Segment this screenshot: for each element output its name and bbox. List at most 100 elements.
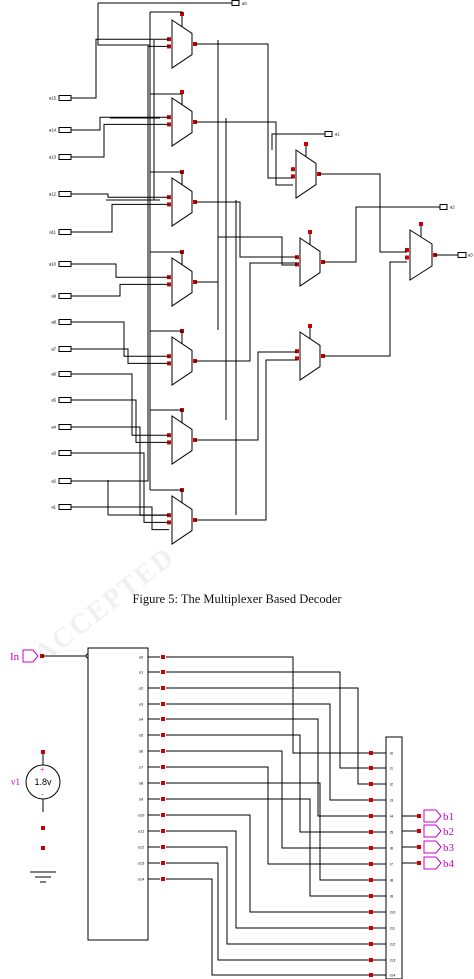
input-port bbox=[58, 424, 72, 430]
output-pin bbox=[161, 829, 165, 833]
pin-label: o9 bbox=[139, 797, 144, 802]
second-stage-mux bbox=[291, 142, 321, 199]
input-label: a5 bbox=[51, 398, 56, 403]
mux-body bbox=[171, 19, 193, 69]
input-label: a15 bbox=[49, 96, 57, 101]
pin-label: o7 bbox=[139, 765, 144, 770]
input-port bbox=[58, 478, 72, 484]
input-label: a4 bbox=[51, 425, 56, 430]
input-port bbox=[58, 346, 72, 352]
input-label: a9 bbox=[51, 294, 56, 299]
select-wire bbox=[150, 11, 183, 14]
second-stage-mux bbox=[295, 324, 325, 381]
select-wire bbox=[271, 133, 325, 150]
input-port bbox=[58, 229, 72, 235]
output-pin bbox=[161, 717, 165, 721]
output-pin bbox=[417, 814, 421, 818]
block-input-pin bbox=[369, 942, 373, 946]
route-wire bbox=[166, 656, 369, 754]
output-block bbox=[385, 736, 403, 979]
input-port bbox=[58, 450, 72, 456]
input-wire bbox=[71, 399, 169, 443]
block-input-pin bbox=[369, 782, 373, 786]
pin-label: o1 bbox=[139, 670, 144, 675]
third-stage-mux bbox=[405, 222, 437, 281]
route-wire bbox=[166, 830, 369, 929]
stage-wire bbox=[195, 262, 297, 362]
route-wire bbox=[166, 671, 369, 769]
input-wire bbox=[71, 116, 169, 131]
pin-label: o13 bbox=[138, 861, 145, 866]
mux-select-pin bbox=[180, 90, 184, 94]
input-wire bbox=[71, 321, 169, 357]
pin-label: i4 bbox=[390, 814, 394, 819]
pin-label: i5 bbox=[390, 830, 394, 835]
output-port bbox=[423, 824, 442, 838]
pin-label: i14 bbox=[390, 973, 396, 978]
mux-body bbox=[171, 97, 193, 147]
output-pin bbox=[161, 686, 165, 690]
stage-wire bbox=[195, 236, 297, 283]
source-name: v1 bbox=[11, 777, 20, 787]
mux-body bbox=[299, 331, 321, 381]
mux-select-pin bbox=[304, 142, 308, 146]
source-pin bbox=[41, 846, 45, 850]
block-input-pin bbox=[369, 814, 373, 818]
output-port bbox=[423, 840, 442, 854]
block-input-pin bbox=[369, 751, 373, 755]
output-label: b4 bbox=[443, 858, 455, 870]
pin-label: i11 bbox=[390, 926, 396, 931]
output-label: a3 bbox=[468, 253, 473, 258]
input-wire bbox=[71, 263, 169, 278]
first-stage-mux bbox=[167, 329, 197, 386]
pin-label: o2 bbox=[139, 686, 144, 691]
input-wire bbox=[71, 283, 169, 297]
input-port bbox=[58, 154, 72, 160]
input-label: a12 bbox=[49, 192, 57, 197]
output-pin bbox=[161, 813, 165, 817]
block-input-pin bbox=[369, 958, 373, 962]
mux-select-pin bbox=[308, 230, 312, 234]
route-wire bbox=[166, 782, 369, 881]
input-port bbox=[58, 293, 72, 299]
pin-label: i8 bbox=[390, 878, 394, 883]
pin-label: i0 bbox=[390, 751, 394, 756]
output-pin bbox=[161, 797, 165, 801]
route-wire bbox=[166, 878, 369, 976]
route-wire bbox=[166, 798, 369, 897]
input-wire bbox=[71, 193, 169, 198]
plus-sign: + bbox=[40, 765, 45, 774]
input-port bbox=[58, 95, 72, 101]
input-wire bbox=[71, 123, 169, 158]
first-stage-mux bbox=[167, 12, 197, 69]
input-label: a14 bbox=[49, 128, 57, 133]
output-label: a1 bbox=[335, 132, 340, 137]
mux-in-pin bbox=[295, 349, 299, 354]
stage-wire bbox=[323, 261, 407, 357]
input-port bbox=[58, 504, 72, 510]
pin-label: o12 bbox=[138, 845, 145, 850]
pin-label: o10 bbox=[138, 813, 145, 818]
output-pin bbox=[161, 655, 165, 659]
mux-body bbox=[295, 149, 317, 199]
input-wire bbox=[71, 38, 169, 99]
input-port bbox=[22, 649, 39, 663]
block-input-pin bbox=[369, 973, 373, 977]
route-wire bbox=[166, 687, 369, 785]
input-wire bbox=[71, 426, 169, 516]
output-port bbox=[423, 809, 442, 823]
pin-label: i6 bbox=[390, 846, 394, 851]
input-wire bbox=[71, 373, 169, 436]
mux-body bbox=[299, 237, 321, 287]
block-input-pin bbox=[369, 846, 373, 850]
mux-select-pin bbox=[419, 222, 423, 226]
output-label: b3 bbox=[443, 842, 455, 854]
output-pin bbox=[161, 749, 165, 753]
output-pin bbox=[161, 702, 165, 706]
input-port bbox=[58, 397, 72, 403]
stage-wire bbox=[195, 121, 293, 186]
mux-body bbox=[171, 415, 193, 465]
select-wire bbox=[150, 409, 183, 413]
stage-wire bbox=[319, 173, 407, 253]
pin-label: o8 bbox=[139, 781, 144, 786]
